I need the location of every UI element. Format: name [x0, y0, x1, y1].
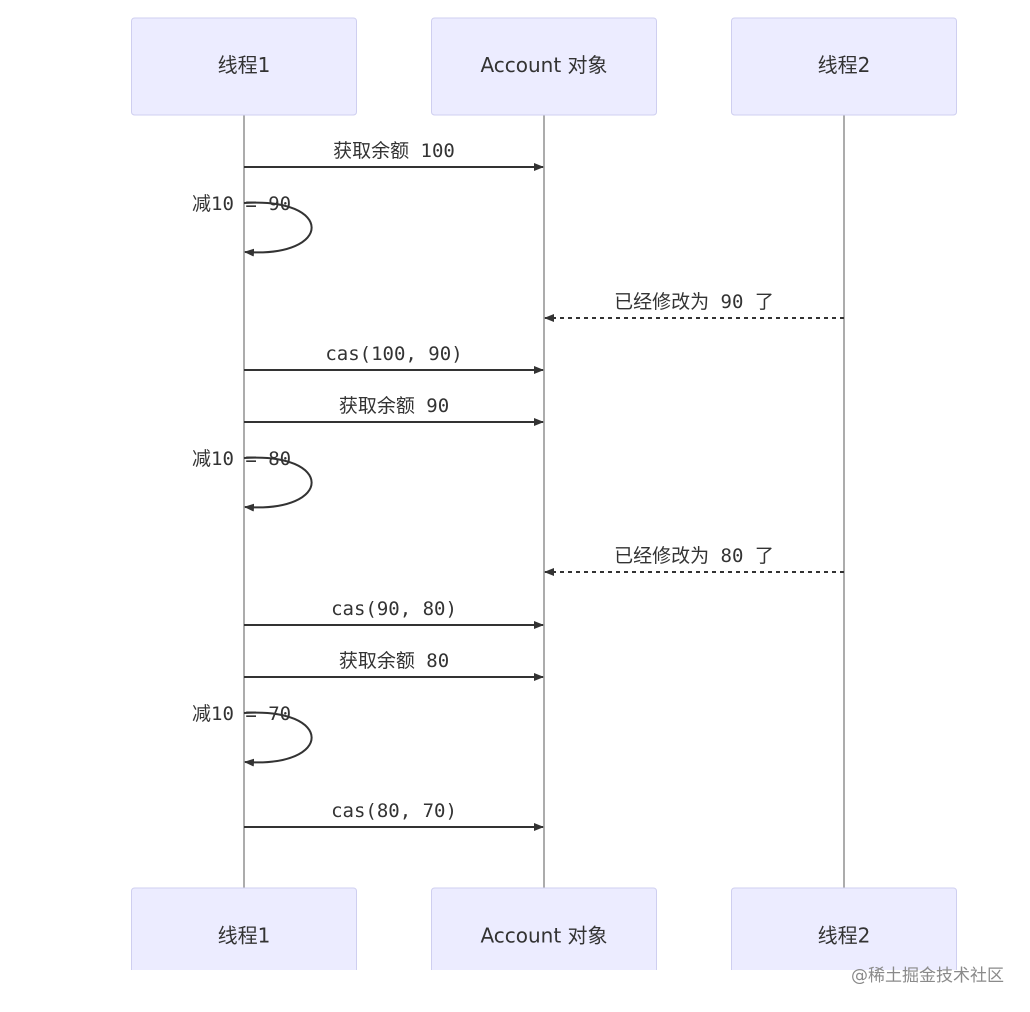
actor-t2-top: 线程2 [731, 17, 957, 116]
watermark-text: @稀土掘金技术社区 [851, 966, 1004, 986]
self-message-label: 减10 = 80 [192, 448, 291, 470]
actor-t2-bottom: 线程2 [731, 887, 957, 981]
message: 已经修改为 90 了 [544, 291, 844, 322]
actor-acc-bottom: Account 对象 [431, 887, 657, 981]
message: cas(100, 90) [244, 343, 544, 374]
self-message: 减10 = 70 [192, 703, 313, 767]
message-label: 获取余额 80 [339, 650, 449, 672]
self-loop-arrow [243, 201, 313, 257]
actor-label: Account 对象 [480, 924, 607, 948]
message-label: cas(80, 70) [331, 800, 457, 822]
bottom-cover [0, 970, 1030, 1012]
self-message: 减10 = 80 [192, 448, 313, 512]
message: 获取余额 80 [244, 650, 544, 681]
actor-label: 线程1 [218, 53, 271, 77]
message-label: 已经修改为 80 了 [614, 545, 774, 567]
actor-label: Account 对象 [480, 53, 607, 77]
self-loop-arrow [243, 456, 313, 512]
message: 获取余额 100 [244, 140, 544, 171]
actor-acc-top: Account 对象 [431, 17, 657, 116]
self-loop-arrow [243, 711, 313, 767]
self-message: 减10 = 90 [192, 193, 313, 257]
actor-label: 线程1 [218, 924, 271, 948]
message-label: cas(100, 90) [325, 343, 462, 365]
message: cas(80, 70) [244, 800, 544, 831]
actor-box [131, 17, 357, 116]
message-label: 获取余额 90 [339, 395, 449, 417]
actor-box [431, 17, 657, 116]
actor-label: 线程2 [818, 924, 871, 948]
self-message-label: 减10 = 90 [192, 193, 291, 215]
self-message-label: 减10 = 70 [192, 703, 291, 725]
message-label: 已经修改为 90 了 [614, 291, 774, 313]
actor-t1-top: 线程1 [131, 17, 357, 116]
message-label: cas(90, 80) [331, 598, 457, 620]
message: 已经修改为 80 了 [544, 545, 844, 576]
actor-label: 线程2 [818, 53, 871, 77]
message-label: 获取余额 100 [333, 140, 455, 162]
message: 获取余额 90 [244, 395, 544, 426]
actor-t1-bottom: 线程1 [131, 887, 357, 981]
message: cas(90, 80) [244, 598, 544, 629]
actor-box [731, 17, 957, 116]
